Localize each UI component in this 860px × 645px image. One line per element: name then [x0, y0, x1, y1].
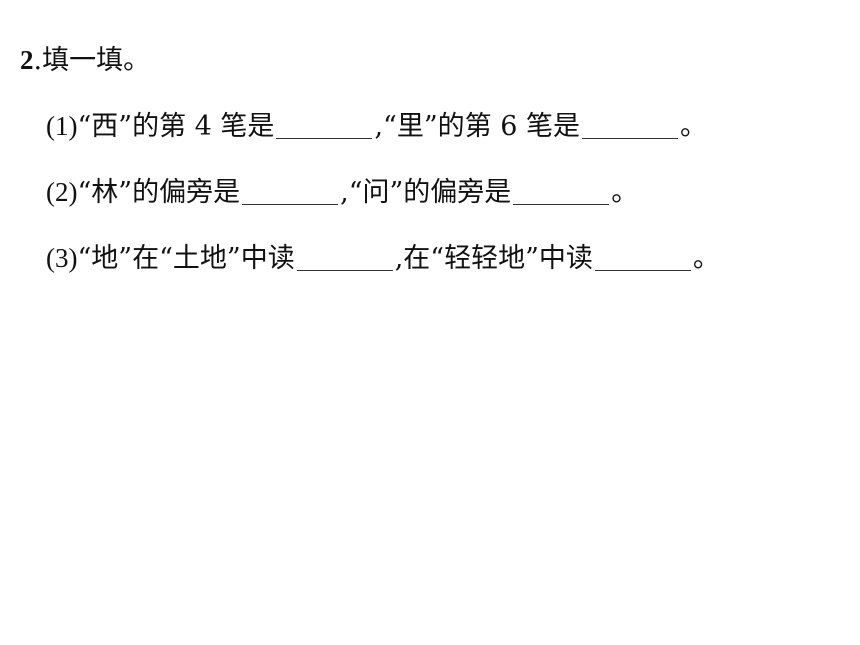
item-3-blank-b[interactable] — [594, 240, 691, 271]
question-title: 填一填 — [42, 45, 124, 76]
question-dot: . — [33, 45, 43, 76]
item-1: (1)“西”的第 4 笔是,“里”的第 6 笔是 。 — [46, 106, 707, 147]
item-1-separator: , — [374, 111, 384, 142]
item-1-label: (1) — [46, 111, 78, 141]
item-2-end-mark: 。 — [611, 177, 639, 208]
item-1-end-mark: 。 — [679, 111, 707, 142]
item-3-part-b: 在“轻轻地”中读 — [403, 243, 593, 274]
item-2-blank-a[interactable] — [242, 174, 339, 205]
item-3-separator: , — [394, 243, 404, 274]
item-2-part-b: “问”的偏旁是 — [348, 177, 512, 208]
item-3: (3)“地”在“土地”中读,在“轻轻地”中读 。 — [46, 238, 720, 279]
item-1-blank-b[interactable] — [581, 108, 678, 139]
question-number: 2 — [20, 45, 34, 75]
item-3-part-a: “地”在“土地”中读 — [77, 243, 295, 274]
item-3-end-mark: 。 — [692, 243, 720, 274]
question-heading: 2.填一填。 — [20, 40, 150, 81]
item-2: (2)“林”的偏旁是,“问”的偏旁是 。 — [46, 172, 638, 213]
item-3-label: (3) — [46, 243, 78, 273]
item-1-part-b: “里”的第 6 笔是 — [383, 111, 580, 142]
item-2-label: (2) — [46, 177, 78, 207]
item-3-blank-a[interactable] — [296, 240, 393, 271]
item-2-separator: , — [340, 177, 349, 208]
question-end-mark: 。 — [123, 45, 151, 76]
item-1-blank-a[interactable] — [276, 108, 373, 139]
item-2-blank-b[interactable] — [513, 174, 610, 205]
item-2-part-a: “林”的偏旁是 — [77, 177, 241, 208]
item-1-part-a: “西”的第 4 笔是 — [77, 111, 275, 142]
